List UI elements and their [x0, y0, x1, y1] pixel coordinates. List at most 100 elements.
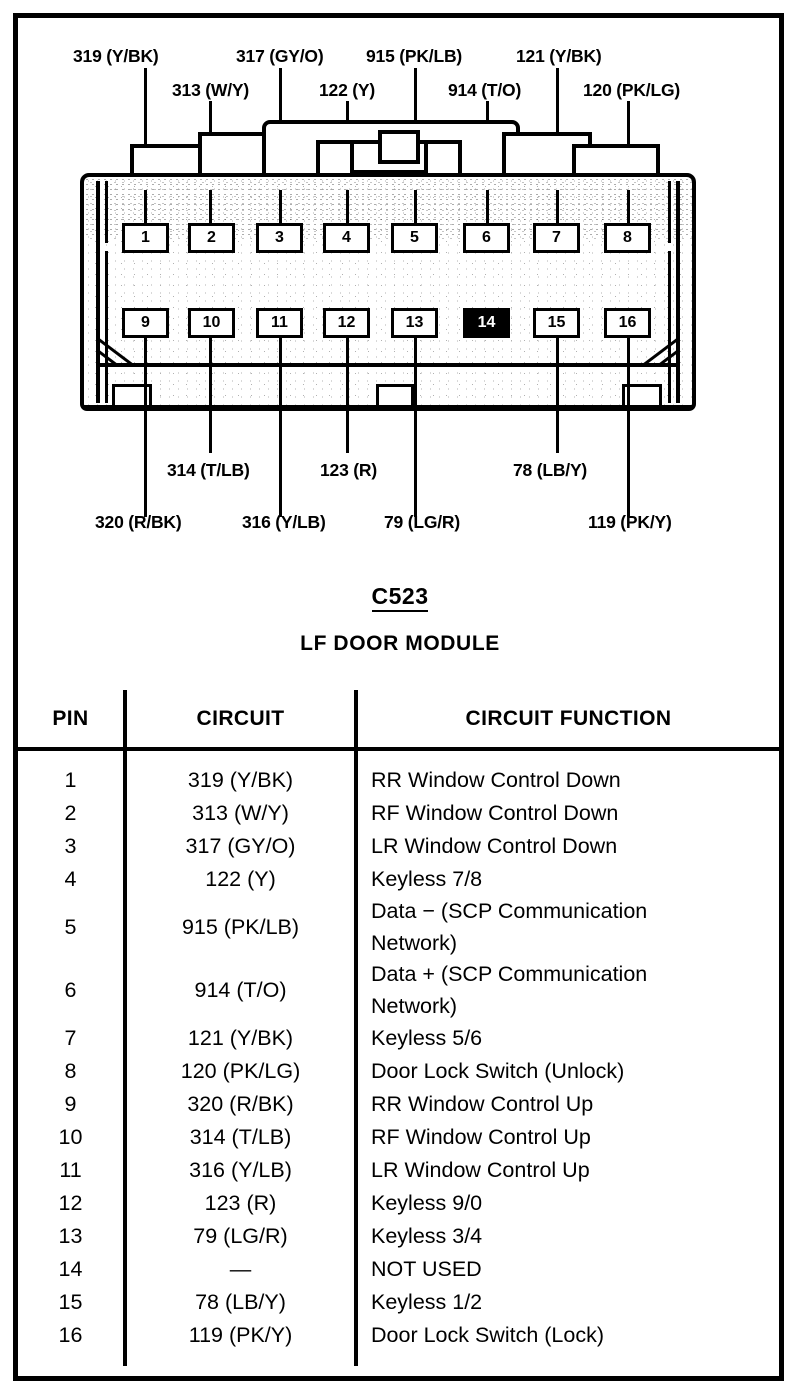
connector-id-text: C523 — [371, 583, 429, 612]
pin-box-4[interactable]: 4 — [323, 223, 370, 253]
pin-box-6[interactable]: 6 — [463, 223, 510, 253]
cell-function-line1: Keyless 9/0 — [371, 1191, 483, 1216]
pin-stub-10 — [209, 337, 212, 411]
housing-rail-right-inner-b — [668, 251, 671, 403]
connector-id-title: C523 — [0, 583, 800, 612]
cell-circuit-function: RF Window Control Down — [356, 797, 779, 830]
callout-label-pin-6: 914 (T/O) — [448, 80, 522, 100]
cell-circuit-function: NOT USED — [356, 1253, 779, 1286]
column-header-circuit-function: CIRCUIT FUNCTION — [356, 690, 779, 751]
pin-box-5[interactable]: 5 — [391, 223, 438, 253]
pin-box-2[interactable]: 2 — [188, 223, 235, 253]
cell-circuit-function: RR Window Control Down — [356, 749, 779, 797]
cell-circuit-function: Keyless 7/8 — [356, 863, 779, 896]
housing-rail-left-inner-a — [105, 181, 108, 243]
pin-box-11[interactable]: 11 — [256, 308, 303, 338]
pin-box-1[interactable]: 1 — [122, 223, 169, 253]
housing-rail-right-outer — [676, 181, 680, 403]
cell-function-line1: NOT USED — [371, 1257, 482, 1282]
cell-function-line1: Keyless 7/8 — [371, 866, 483, 891]
pin-box-7[interactable]: 7 — [533, 223, 580, 253]
cell-pin: 9 — [18, 1088, 127, 1122]
cell-function-line1: RF Window Control Down — [371, 800, 619, 825]
housing-notch-right — [622, 384, 662, 405]
cell-circuit: — — [125, 1253, 358, 1287]
callout-label-pin-9: 320 (R/BK) — [95, 512, 182, 532]
leader-line-pin-16 — [627, 411, 630, 517]
cell-circuit: 120 (PK/LG) — [125, 1055, 358, 1089]
column-header-circuit: CIRCUIT — [125, 690, 358, 751]
housing-rail-right-inner-a — [668, 181, 671, 243]
cell-pin: 11 — [18, 1154, 127, 1188]
cell-pin: 15 — [18, 1286, 127, 1320]
pin-stub-11 — [279, 337, 282, 411]
cell-circuit-function: RF Window Control Up — [356, 1121, 779, 1154]
pin-stub-2 — [209, 190, 212, 224]
cell-circuit: 123 (R) — [125, 1187, 358, 1221]
leader-line-pin-11 — [279, 411, 282, 517]
callout-label-pin-10: 314 (T/LB) — [167, 460, 250, 480]
pin-stub-3 — [279, 190, 282, 224]
pin-box-3[interactable]: 3 — [256, 223, 303, 253]
leader-line-pin-10 — [209, 411, 212, 453]
cell-pin: 6 — [18, 959, 127, 1023]
pin-box-10[interactable]: 10 — [188, 308, 235, 338]
cell-function-line1: Door Lock Switch (Lock) — [371, 1323, 604, 1348]
callout-label-pin-4: 122 (Y) — [319, 80, 375, 100]
callout-label-pin-1: 319 (Y/BK) — [73, 46, 159, 66]
housing-ledge — [96, 363, 680, 367]
cell-pin: 5 — [18, 896, 127, 960]
cell-pin: 7 — [18, 1022, 127, 1056]
pin-stub-16 — [627, 337, 630, 411]
housing-notch-center — [376, 384, 414, 405]
cell-function-line2: Network) — [371, 930, 458, 955]
cell-function-line1: RR Window Control Down — [371, 767, 621, 792]
callout-label-pin-8: 120 (PK/LG) — [583, 80, 680, 100]
cell-circuit: 915 (PK/LB) — [125, 896, 358, 960]
module-name-title: LF DOOR MODULE — [300, 632, 500, 655]
callout-label-pin-12: 123 (R) — [320, 460, 377, 480]
pin-box-15[interactable]: 15 — [533, 308, 580, 338]
cell-circuit: 317 (GY/O) — [125, 830, 358, 863]
cell-function-line1: Data − (SCP Communication — [371, 899, 648, 923]
pin-box-14-highlighted[interactable]: 14 — [463, 308, 510, 338]
pin-stub-7 — [556, 190, 559, 224]
cell-circuit-function: LR Window Control Up — [356, 1154, 779, 1187]
housing-texture-top — [84, 177, 692, 239]
cell-function-line1: RF Window Control Up — [371, 1125, 591, 1150]
cell-function-line1: Keyless 5/6 — [371, 1026, 483, 1051]
pin-box-13[interactable]: 13 — [391, 308, 438, 338]
pin-stub-6 — [486, 190, 489, 224]
housing-texture — [84, 177, 692, 407]
pin-box-9[interactable]: 9 — [122, 308, 169, 338]
callout-label-pin-16: 119 (PK/Y) — [588, 512, 672, 532]
callout-label-pin-15: 78 (LB/Y) — [513, 460, 588, 480]
cell-circuit: 314 (T/LB) — [125, 1121, 358, 1155]
cell-function-line1: Data + (SCP Communication — [371, 962, 648, 987]
cell-pin: 8 — [18, 1055, 127, 1089]
callout-label-pin-5: 915 (PK/LB) — [366, 46, 463, 66]
cell-circuit-function: Keyless 3/4 — [356, 1220, 779, 1253]
pin-box-8[interactable]: 8 — [604, 223, 651, 253]
housing-body — [80, 173, 696, 411]
cell-pin: 4 — [18, 863, 127, 896]
cell-function-line2: Network) — [371, 993, 458, 1018]
cell-pin: 1 — [18, 749, 127, 797]
pin-stub-8 — [627, 190, 630, 224]
pin-stub-13 — [414, 337, 417, 411]
cell-pin: 3 — [18, 830, 127, 863]
pin-box-12[interactable]: 12 — [323, 308, 370, 338]
pin-box-16[interactable]: 16 — [604, 308, 651, 338]
table-header-row: PIN CIRCUIT CIRCUIT FUNCTION — [18, 690, 779, 751]
cell-circuit-function: Keyless 9/0 — [356, 1187, 779, 1220]
